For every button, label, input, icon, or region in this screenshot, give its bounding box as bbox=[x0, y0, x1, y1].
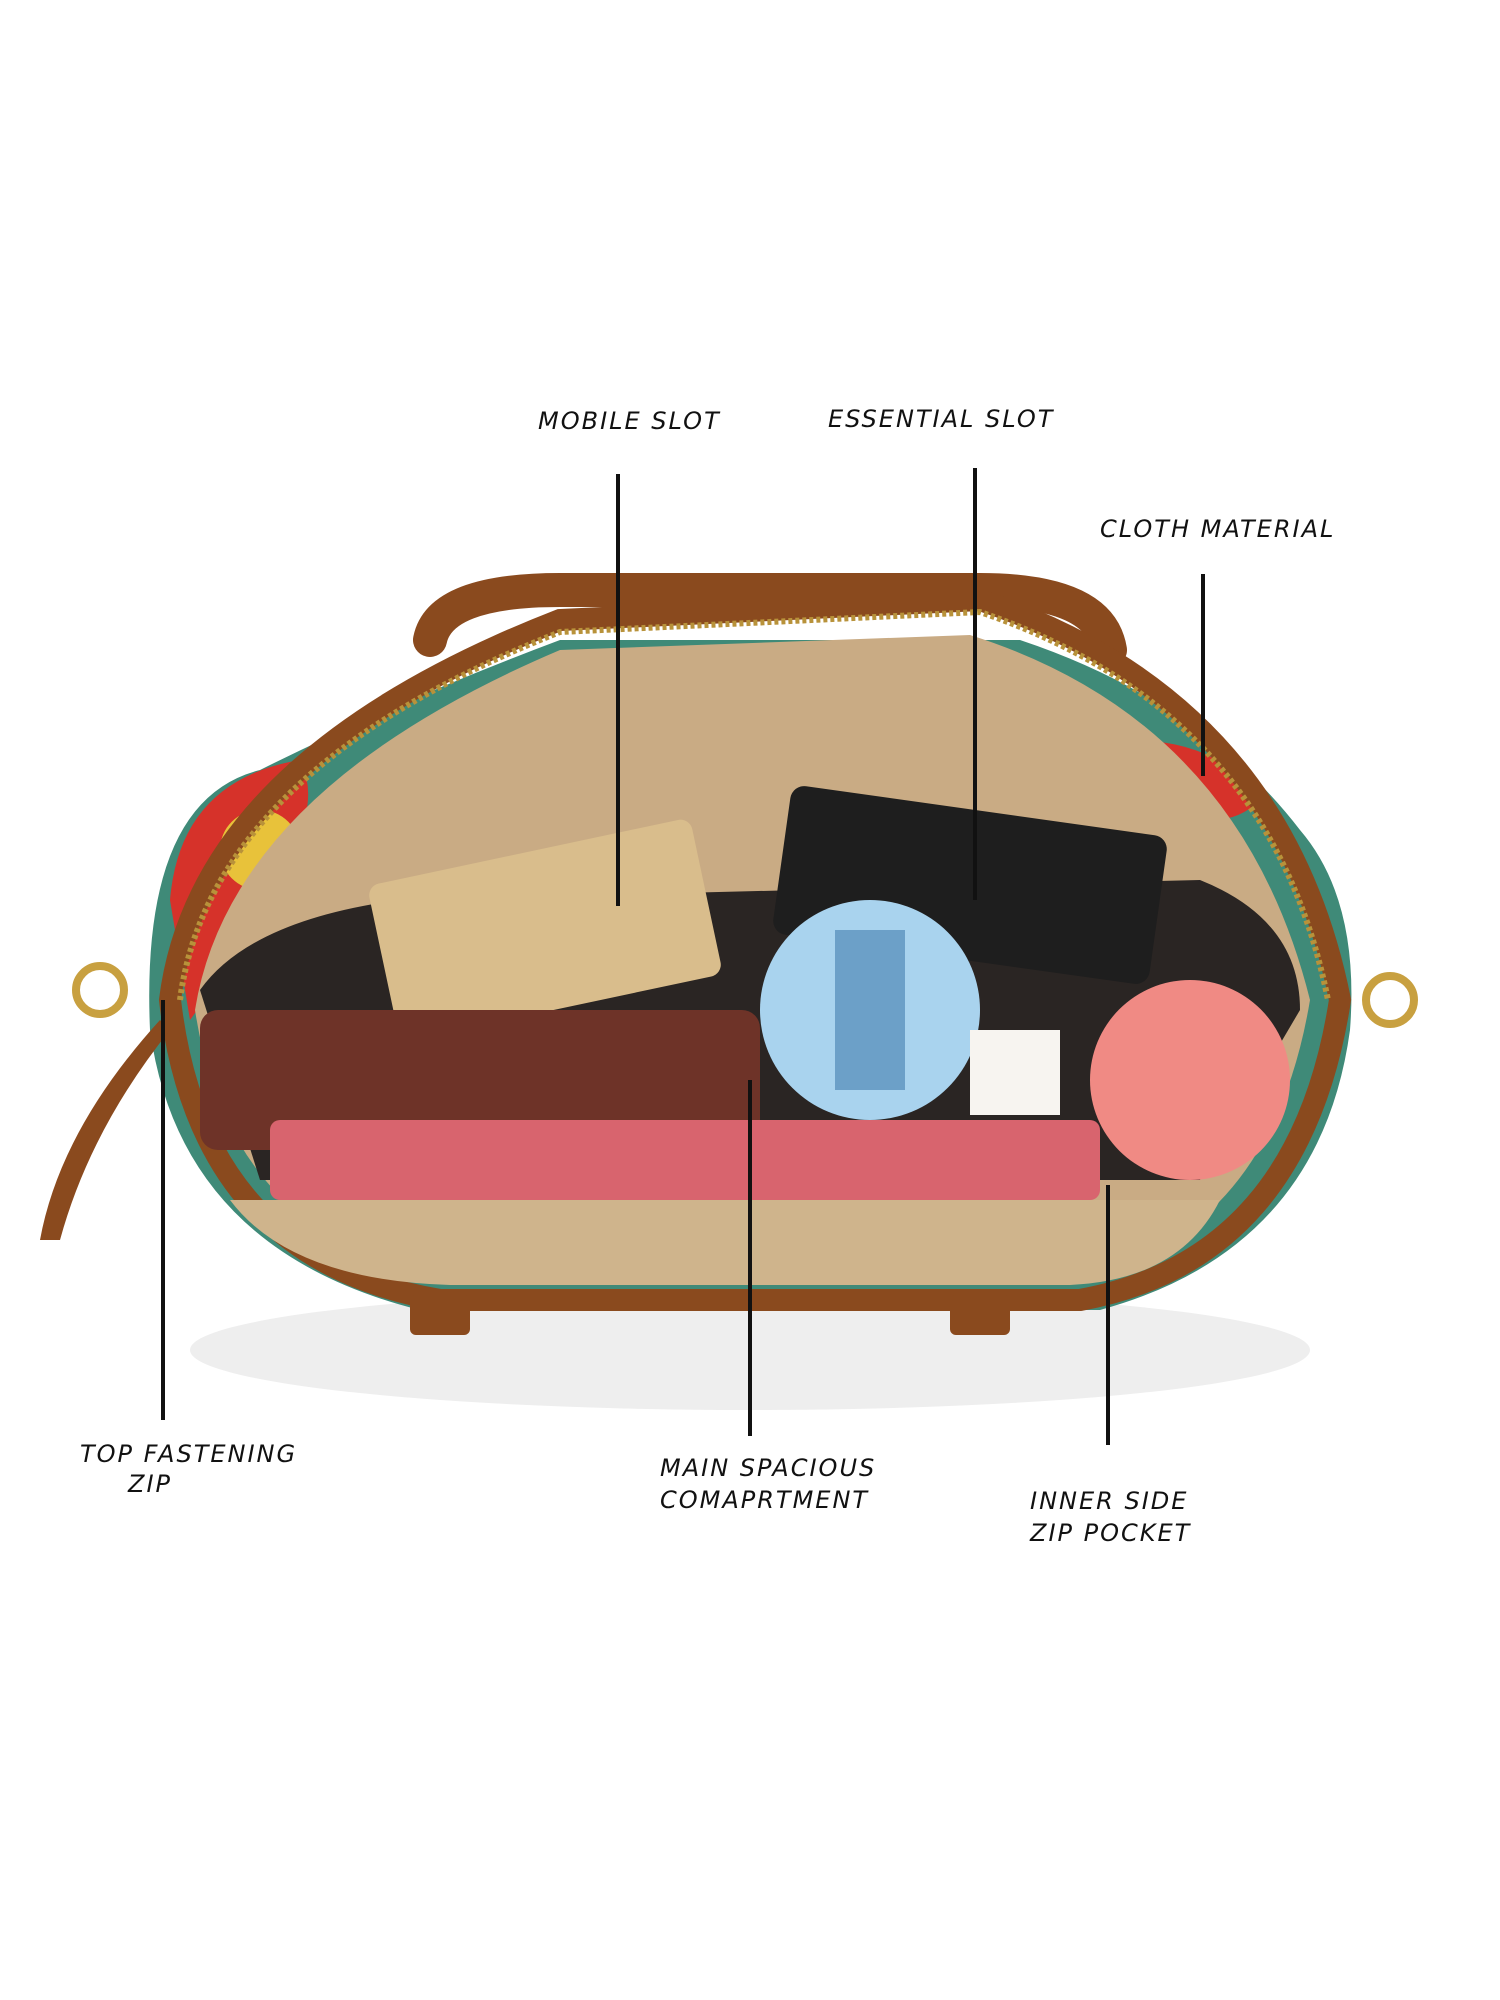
top-zip-pointer bbox=[161, 1000, 165, 1420]
top-zip-label-line2: ZIP bbox=[128, 1470, 172, 1498]
essential-slot-label: ESSENTIAL SLOT bbox=[828, 405, 1055, 433]
essential-slot-pointer bbox=[973, 468, 977, 900]
cloth-material-label: CLOTH MATERIAL bbox=[1100, 515, 1336, 543]
main-compartment-label-line1: MAIN SPACIOUS bbox=[660, 1454, 877, 1482]
mobile-slot-pointer bbox=[616, 474, 620, 906]
inner-pocket-label-line2: ZIP POCKET bbox=[1030, 1519, 1192, 1547]
top-zip-label-line1: TOP FASTENING bbox=[80, 1440, 298, 1468]
cloth-material-pointer bbox=[1201, 574, 1205, 776]
inner-pocket-pointer bbox=[1106, 1185, 1110, 1445]
mobile-slot-label: MOBILE SLOT bbox=[538, 407, 721, 435]
main-compartment-label-line2: COMAPRTMENT bbox=[660, 1486, 870, 1514]
main-compartment-pointer bbox=[748, 1080, 752, 1436]
inner-pocket-label-line1: INNER SIDE bbox=[1030, 1487, 1189, 1515]
